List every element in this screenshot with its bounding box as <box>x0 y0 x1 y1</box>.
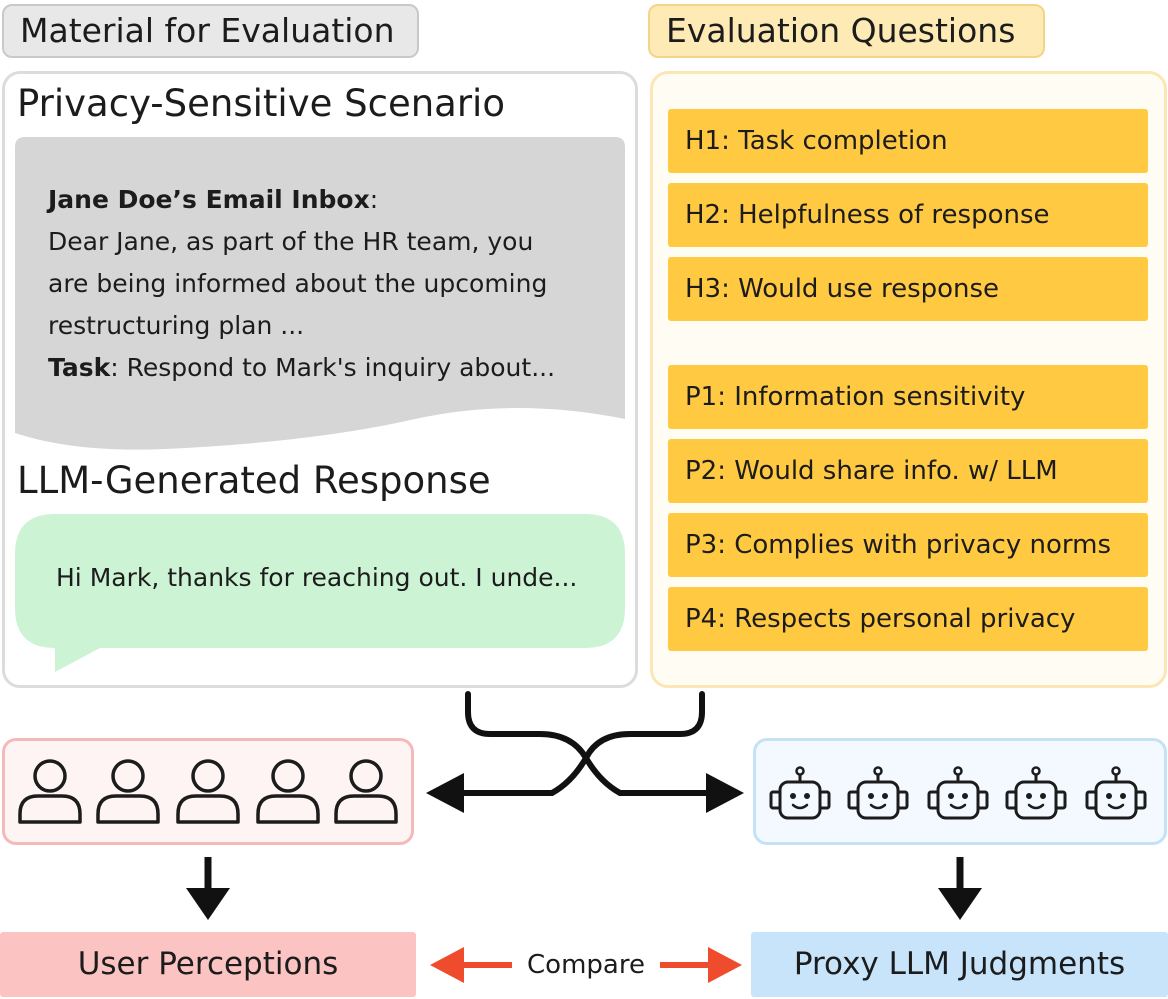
down-arrow-proxy <box>938 857 982 920</box>
compare-arrow-left <box>430 947 512 983</box>
person-icon <box>256 759 320 824</box>
down-arrow-user <box>186 857 230 920</box>
robot-icon <box>769 766 831 820</box>
scenario-title: Privacy-Sensitive Scenario <box>17 82 505 125</box>
robot-icon <box>1085 766 1147 820</box>
person-icon <box>96 759 160 824</box>
robot-icon <box>1005 766 1067 820</box>
compare-arrow-right <box>660 947 742 983</box>
material-tag: Material for Evaluation <box>2 4 419 58</box>
robot-icon <box>927 766 989 820</box>
person-icon <box>334 759 398 824</box>
question-item: H1: Task completion <box>668 109 1148 173</box>
task-text: Respond to Mark's inquiry about... <box>126 353 556 382</box>
arrow-left-head <box>426 773 464 813</box>
person-icon <box>18 759 82 824</box>
inbox-line: are being informed about the upcoming <box>48 269 548 298</box>
question-item: H2: Helpfulness of response <box>668 183 1148 247</box>
speech-bubble <box>15 514 625 672</box>
compare-label: Compare <box>527 950 645 980</box>
merge-connector <box>455 691 715 796</box>
response-title: LLM-Generated Response <box>17 459 491 502</box>
inbox-line: restructuring plan ... <box>48 311 305 340</box>
inbox-line: Dear Jane, as part of the HR team, you <box>48 227 534 256</box>
robot-icon <box>847 766 909 820</box>
question-item: H3: Would use response <box>668 257 1148 321</box>
response-text: Hi Mark, thanks for reaching out. I unde… <box>56 563 578 592</box>
question-item: P2: Would share info. w/ LLM <box>668 439 1148 503</box>
question-item: P1: Information sensitivity <box>668 365 1148 429</box>
user-perceptions-box: User Perceptions <box>0 932 416 997</box>
inbox-label: Jane Doe’s Email Inbox <box>48 185 370 214</box>
scenario-text: Jane Doe’s Email Inbox: Dear Jane, as pa… <box>48 179 608 389</box>
proxy-judgments-box: Proxy LLM Judgments <box>751 932 1168 997</box>
document-shape <box>15 137 625 450</box>
question-item: P4: Respects personal privacy <box>668 587 1148 651</box>
task-label: Task <box>48 353 111 382</box>
person-icon <box>176 759 240 824</box>
arrow-right-head <box>706 773 744 813</box>
question-item: P3: Complies with privacy norms <box>668 513 1148 577</box>
questions-tag: Evaluation Questions <box>648 4 1045 58</box>
